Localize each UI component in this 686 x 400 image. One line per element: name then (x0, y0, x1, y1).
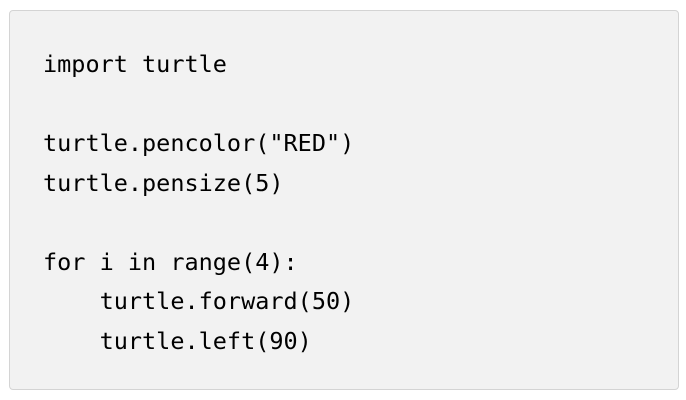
code-block: import turtle turtle.pencolor("RED") tur… (9, 10, 679, 390)
code-line-5 (43, 203, 678, 243)
code-line-1: import turtle (43, 50, 227, 78)
code-line-2 (43, 85, 678, 125)
code-line-7: turtle.forward(50) (43, 287, 355, 315)
code-line-4: turtle.pensize(5) (43, 168, 284, 197)
code-line-8: turtle.left(90) (43, 326, 312, 355)
code-line-3: turtle.pencolor("RED") (43, 129, 355, 157)
code-line-6: for i in range(4): (43, 247, 298, 276)
